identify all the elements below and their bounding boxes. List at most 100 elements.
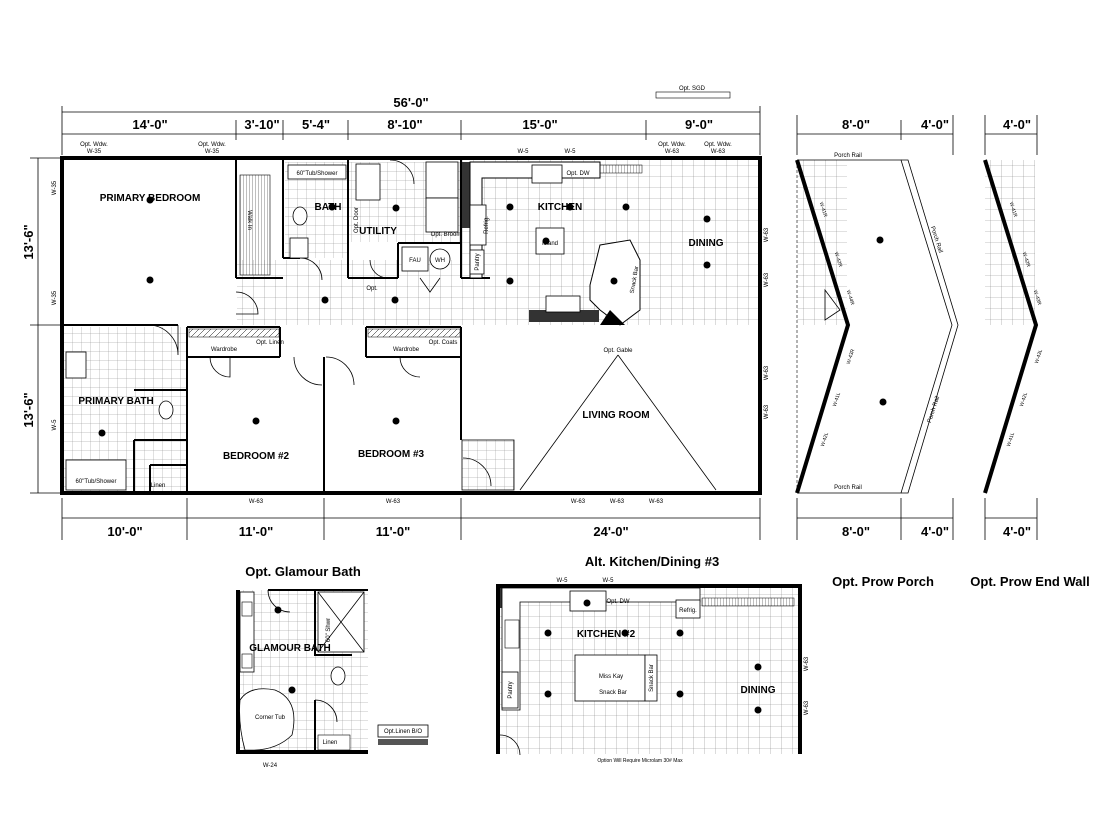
dim-left-2: 13'-6"	[21, 392, 36, 427]
dim-top-5: 15'-0"	[522, 117, 557, 132]
k2-w63-b: W-63	[804, 700, 810, 715]
w63-bot-5: W-63	[649, 499, 664, 505]
opt-broom: Opt. Broom	[431, 232, 462, 238]
room-primary-bath-line: PRIMARY BATH	[78, 396, 153, 407]
end-w41l: W-41L	[1006, 432, 1016, 448]
dim-top-1: 14'-0"	[132, 117, 167, 132]
opt-gable: Opt. Gable	[603, 348, 633, 354]
snack-bar: Snack Bar	[630, 266, 641, 294]
dim-bottom-4: 24'-0"	[593, 524, 628, 539]
w5-b: W-5	[565, 149, 577, 155]
dim-bottom-3: 11'-0"	[376, 524, 411, 539]
dim-top-2: 3'-10"	[244, 117, 279, 132]
w63-bot-3: W-63	[571, 499, 586, 505]
prow-end-wall: 4'-0" 4'-0" W-41R W-42R W-43R W-43L W-42…	[970, 115, 1090, 589]
wardrobe-1: Wardrobe	[211, 347, 238, 353]
opt-linen-bo: Opt.Linen B/O	[384, 729, 422, 735]
k2-refrig: Refrig.	[679, 608, 697, 614]
w35-a: W-35	[87, 149, 102, 155]
porch-w42r: W-42R	[833, 251, 844, 268]
porch-dim-bot-2: 4'-0"	[921, 524, 949, 539]
end-dim-bot: 4'-0"	[1003, 524, 1031, 539]
w35-b: W-35	[205, 149, 220, 155]
porch-rail-diag1: Porch Rail	[929, 226, 943, 254]
title-prow-end: Opt. Prow End Wall	[970, 574, 1089, 589]
porch-dim-top-2: 4'-0"	[921, 117, 949, 132]
w35-left2: W-35	[52, 290, 58, 305]
left-dimensions: 13'-6" 13'-6"	[21, 157, 62, 494]
room-bedroom-3: BEDROOM #3	[358, 449, 425, 460]
corner-tub: Corner Tub	[255, 715, 286, 721]
dim-left-1: 13'-6"	[21, 224, 36, 259]
k2-w5-b: W-5	[603, 578, 615, 584]
opt-wdw-4: Opt. Wdw.	[704, 142, 732, 148]
w63-bot-2: W-63	[386, 499, 401, 505]
end-w41r: W-41R	[1008, 201, 1019, 218]
porch-dim-bot-1: 8'-0"	[842, 524, 870, 539]
porch-w41r: W-41R	[818, 201, 829, 218]
dim-overall: 56'-0"	[393, 95, 428, 110]
wardrobe-2: Wardrobe	[393, 347, 420, 353]
alt-kitchen-dining: Alt. Kitchen/Dining #3 KITCHEN #2 DINING…	[496, 554, 810, 764]
end-w42r: W-42R	[1021, 251, 1032, 268]
prow-porch: 8'-0" 4'-0" 8'-0" 4'-0" Porch Rail Porch…	[795, 115, 959, 589]
snack-bar-v: Snack Bar	[649, 664, 655, 692]
k2-opt-dw: Opt. DW	[606, 599, 629, 605]
opt-coats: Opt. Coats	[429, 340, 458, 346]
walk-in: Walk In	[246, 210, 252, 230]
porch-rail-top: Porch Rail	[834, 153, 862, 159]
k2-w5-a: W-5	[557, 578, 569, 584]
snack-bar-2: Snack Bar	[599, 690, 627, 696]
opt-dw: Opt. DW	[566, 171, 589, 177]
microlam-note: Option Will Require Microlam 30# Max	[597, 758, 683, 764]
title-glamour-bath: Opt. Glamour Bath	[245, 564, 361, 579]
w35-left: W-35	[52, 180, 58, 195]
opt-label: Opt.	[366, 286, 378, 292]
top-dimensions: 56'-0" 14'-0" 3'-10" 5'-4" 8'-10" 15'-0"…	[61, 86, 761, 155]
w24: W-24	[263, 763, 278, 769]
island: Island	[542, 241, 558, 247]
opt-wdw-3: Opt. Wdw.	[658, 142, 686, 148]
dim-top-3: 5'-4"	[302, 117, 330, 132]
end-dim-top: 4'-0"	[1003, 117, 1031, 132]
porch-w43r: W-43R	[846, 348, 857, 365]
room-primary-bedroom: PRIMARY BEDROOM	[100, 193, 201, 204]
title-prow-porch: Opt. Prow Porch	[832, 574, 934, 589]
room-dining2: DINING	[741, 685, 776, 696]
pantry: Pantry	[475, 253, 481, 270]
w63-right2: W-63	[764, 272, 770, 287]
room-utility: UTILITY	[359, 226, 397, 237]
opt-sgd-label: Opt. SGD	[679, 86, 706, 92]
porch-dim-top-1: 8'-0"	[842, 117, 870, 132]
bottom-dimensions: 10'-0" 11'-0" 11'-0" 24'-0"	[61, 498, 761, 540]
porch-w42l: W-42L	[820, 432, 830, 448]
w63-b: W-63	[711, 149, 726, 155]
opt-wdw-1: Opt. Wdw.	[80, 142, 108, 148]
w5-left: W-5	[52, 419, 58, 431]
porch-rail-bottom: Porch Rail	[834, 485, 862, 491]
fau: FAU	[409, 258, 421, 264]
end-w43l: W-43L	[1034, 349, 1044, 365]
w63-a: W-63	[665, 149, 680, 155]
porch-w44r: W-44R	[845, 289, 856, 306]
shower-label: 60" Shwr	[326, 618, 332, 642]
dim-top-4: 8'-10"	[387, 117, 422, 132]
linen-2: Linen	[323, 740, 338, 746]
glamour-bath: Opt. Glamour Bath GLAMOUR BATH 60" Shwr …	[236, 564, 429, 769]
dim-top-6: 9'-0"	[685, 117, 713, 132]
opt-linen: Opt. Linen	[256, 340, 284, 346]
w63-right1: W-63	[764, 227, 770, 242]
tub-shower-1: 60"Tub/Shower	[297, 171, 338, 177]
w63-right3: W-63	[764, 365, 770, 380]
dim-bottom-1: 10'-0"	[107, 524, 142, 539]
opt-wdw-2: Opt. Wdw.	[198, 142, 226, 148]
linen-1: Linen	[151, 483, 166, 489]
room-kitchen: KITCHEN	[538, 202, 582, 213]
dim-bottom-2: 11'-0"	[239, 524, 274, 539]
end-w43r: W-43R	[1032, 289, 1043, 306]
w5-a: W-5	[518, 149, 530, 155]
w63-bot-1: W-63	[249, 499, 264, 505]
tub-shower-2: 60"Tub/Shower	[76, 479, 117, 485]
room-bedroom-2: BEDROOM #2	[223, 451, 290, 462]
